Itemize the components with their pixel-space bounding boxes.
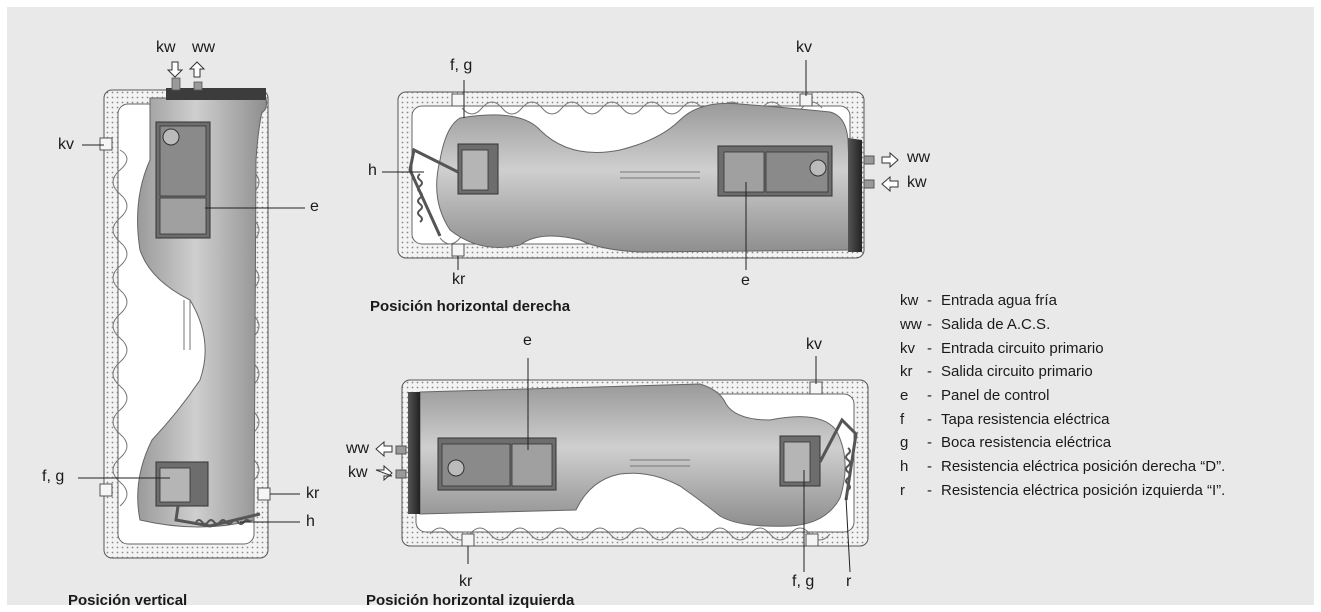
legend-code: h — [900, 458, 909, 476]
caption-horizontal-left: Posición horizontal izquierda — [366, 592, 575, 609]
caption-vertical: Posición vertical — [68, 592, 188, 609]
legend-text: Salida de A.C.S. — [941, 316, 1051, 334]
legend-item: ww-Salida de A.C.S. — [900, 313, 1225, 337]
label-kv-vertical: kv — [58, 136, 74, 153]
legend-item: f -Tapa resistencia eléctrica — [900, 407, 1225, 431]
legend-dash: - — [927, 481, 932, 499]
label-fg-left: f, g — [792, 573, 815, 590]
caption-horizontal-right: Posición horizontal derecha — [370, 298, 571, 315]
horizontal-left-heater — [395, 379, 869, 547]
legend-code: kw — [900, 292, 919, 310]
legend-text: Entrada agua fría — [941, 292, 1057, 310]
legend-item: e-Panel de control — [900, 384, 1225, 408]
legend-code: ww — [900, 316, 922, 334]
label-kv-left: kv — [806, 336, 822, 353]
label-r-left: r — [846, 573, 852, 590]
legend-text: Tapa resistencia eléctrica — [941, 410, 1110, 428]
legend-text: Resistencia eléctrica posición izquierda… — [941, 481, 1226, 499]
legend-text: Resistencia eléctrica posición derecha “… — [941, 458, 1226, 476]
label-kr-vertical: kr — [306, 485, 320, 502]
label-h-vertical: h — [306, 513, 315, 530]
label-kr-right: kr — [452, 271, 466, 288]
legend-code: kr — [900, 363, 913, 381]
label-fg-vertical: f, g — [42, 468, 65, 485]
label-ww-right: ww — [907, 149, 931, 166]
legend-dash: - — [927, 387, 932, 405]
legend-code: f — [900, 410, 905, 428]
legend-item: kv-Entrada circuito primario — [900, 336, 1225, 360]
label-e-right: e — [741, 272, 750, 289]
label-kr-left: kr — [459, 573, 473, 590]
label-kw-vertical: kw — [156, 39, 176, 56]
legend-dash: - — [927, 434, 932, 452]
legend-item: kr-Salida circuito primario — [900, 360, 1225, 384]
legend-code: e — [900, 387, 909, 405]
legend-item: h-Resistencia eléctrica posición derecha… — [900, 455, 1225, 479]
legend-text: Salida circuito primario — [941, 363, 1093, 381]
legend-code: g — [900, 434, 909, 452]
label-kv-right: kv — [796, 39, 812, 56]
legend-dash: - — [927, 339, 932, 357]
label-ww-vertical: ww — [192, 39, 216, 56]
legend-text: Boca resistencia eléctrica — [941, 434, 1112, 452]
legend-code: kv — [900, 339, 915, 357]
legend: kw-Entrada agua fría ww-Salida de A.C.S.… — [900, 289, 1225, 502]
label-e-vertical: e — [310, 198, 319, 215]
label-kw-left: kw — [348, 464, 368, 481]
legend-text: Entrada circuito primario — [941, 339, 1104, 357]
legend-item: g-Boca resistencia eléctrica — [900, 431, 1225, 455]
horizontal-right-heater — [397, 91, 875, 259]
legend-dash: - — [927, 363, 932, 381]
legend-code: r — [900, 481, 905, 499]
legend-text: Panel de control — [941, 387, 1050, 405]
legend-dash: - — [927, 316, 932, 334]
legend-dash: - — [927, 458, 932, 476]
legend-item: r -Resistencia eléctrica posición izquier… — [900, 479, 1225, 503]
label-e-left: e — [523, 332, 532, 349]
legend-dash: - — [927, 292, 932, 310]
legend-dash: - — [927, 410, 932, 428]
label-h-right: h — [368, 162, 377, 179]
label-fg-right: f, g — [450, 57, 473, 74]
legend-item: kw-Entrada agua fría — [900, 289, 1225, 313]
label-kw-right: kw — [907, 174, 927, 191]
vertical-heater — [99, 77, 271, 559]
label-ww-left: ww — [346, 440, 370, 457]
